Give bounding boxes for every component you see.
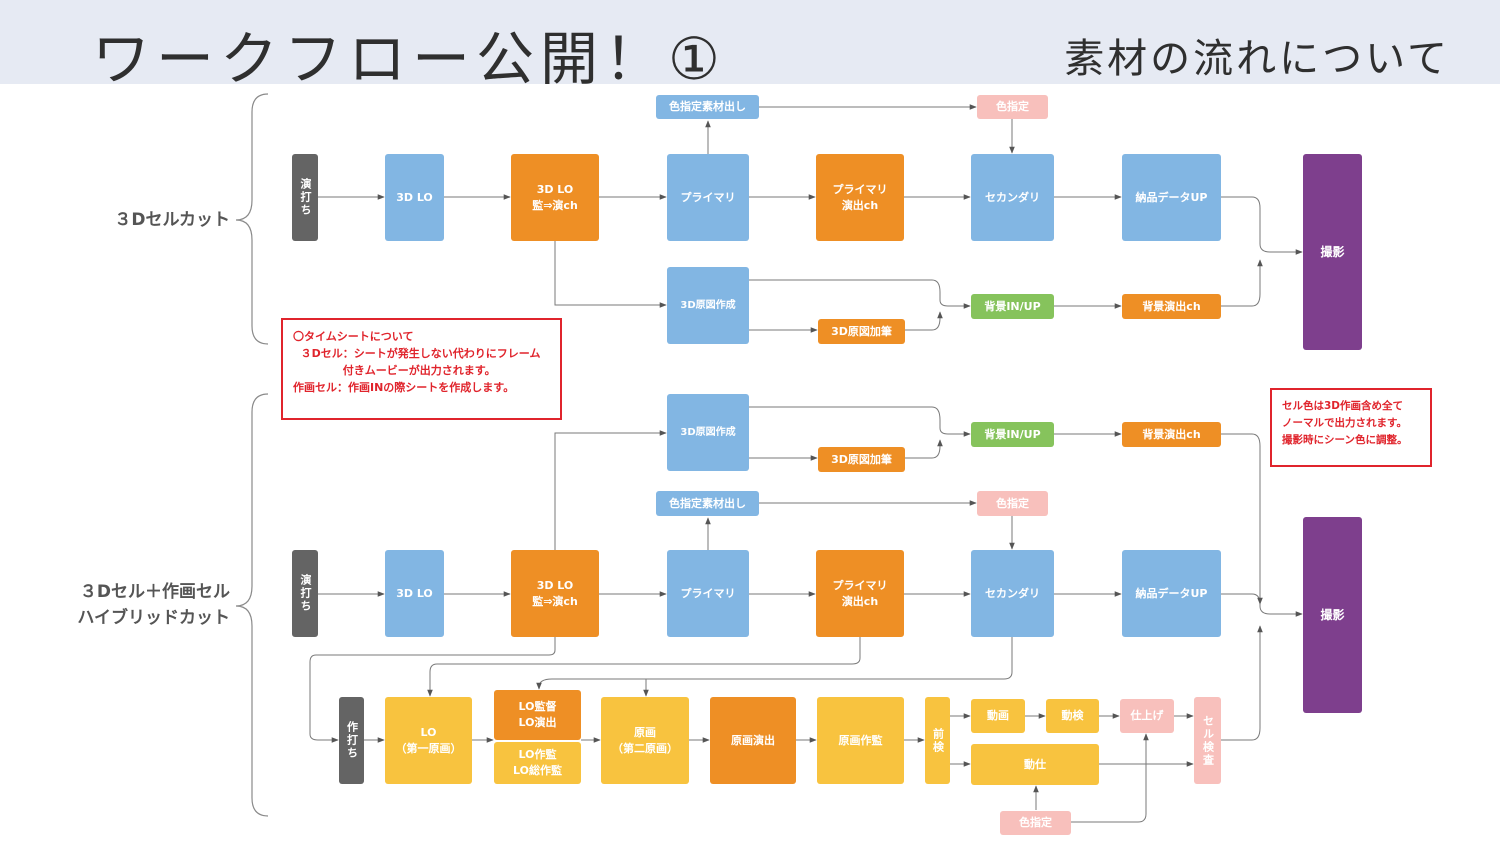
lo-sakkan-box: LO作監 LO総作監	[494, 742, 581, 784]
primary-ch-box-b: プライマリ 演出ch	[816, 550, 904, 637]
delivery-box-b: 納品データUP	[1122, 550, 1221, 637]
bg-ch-box-b: 背景演出ch	[1122, 422, 1221, 447]
doushi-box: 動仕	[971, 744, 1099, 785]
section-label-hybrid: ３Dセル＋作画セル ハイブリッドカット	[77, 582, 230, 628]
enuchi-box: 演打ち	[292, 154, 318, 241]
genga-ensyutsu-box: 原画演出	[710, 697, 796, 784]
color-material-box-b: 色指定素材出し	[656, 491, 759, 516]
delivery-box: 納品データUP	[1122, 154, 1221, 241]
page-subtitle: 素材の流れについて	[1064, 36, 1450, 82]
primary-box: プライマリ	[667, 154, 749, 241]
lo3d-box: 3D LO	[385, 154, 444, 241]
header-bar: ワークフロー公開！① 素材の流れについて	[0, 0, 1500, 93]
color-spec-box-b: 色指定	[977, 491, 1048, 516]
primary-box-b: プライマリ	[667, 550, 749, 637]
genzu-box-b: 3D原図作成	[667, 394, 749, 471]
color-spec-box-c: 色指定	[1000, 811, 1071, 835]
lo3d-check-box-b: 3D LO 監⇒演ch	[511, 550, 599, 637]
bg-inup-box: 背景IN/UP	[971, 294, 1054, 319]
color-spec-box: 色指定	[977, 95, 1048, 119]
shiage-box: 仕上げ	[1120, 699, 1174, 733]
genzu-box: 3D原図作成	[667, 267, 749, 344]
cell-color-note: セル色は3D作画含め全て ノーマルで出力されます。 撮影時にシーン色に調整。	[1270, 388, 1432, 467]
lo-kantoku-box: LO監督 LO演出	[494, 690, 581, 740]
genzu-pen-box-b: 3D原図加筆	[818, 447, 905, 472]
genga-box: 原画 （第二原画）	[601, 697, 689, 784]
satsuei-box-top: 撮影	[1303, 154, 1362, 350]
color-material-box: 色指定素材出し	[656, 95, 759, 119]
lo3d-check-box: 3D LO 監⇒演ch	[511, 154, 599, 241]
enuchi-box-b: 演打ち	[292, 550, 318, 637]
maken-box: 前検	[925, 697, 950, 784]
genzu-pen-box: 3D原図加筆	[818, 319, 905, 344]
lo3d-box-b: 3D LO	[385, 550, 444, 637]
sakuuchi-box: 作打ち	[339, 697, 364, 784]
cell-kensa-box: セル検査	[1194, 697, 1221, 784]
section-label-3d-cell: ３Dセルカット	[114, 210, 230, 230]
bg-ch-box: 背景演出ch	[1122, 294, 1221, 319]
page-title: ワークフロー公開！①	[92, 25, 726, 93]
lo-box: LO （第一原画）	[385, 697, 472, 784]
genga-sakkan-box: 原画作監	[817, 697, 904, 784]
timesheet-note: 〇タイムシートについて ３Dセル：シートが発生しない代わりにフレーム 付きムービ…	[281, 318, 562, 420]
douga-box: 動画	[971, 699, 1025, 733]
bg-inup-box-b: 背景IN/UP	[971, 422, 1054, 447]
primary-ch-box: プライマリ 演出ch	[816, 154, 904, 241]
secondary-box-b: セカンダリ	[971, 550, 1054, 637]
satsuei-box-bottom: 撮影	[1303, 517, 1362, 713]
douken-box: 動検	[1046, 699, 1099, 733]
secondary-box: セカンダリ	[971, 154, 1054, 241]
